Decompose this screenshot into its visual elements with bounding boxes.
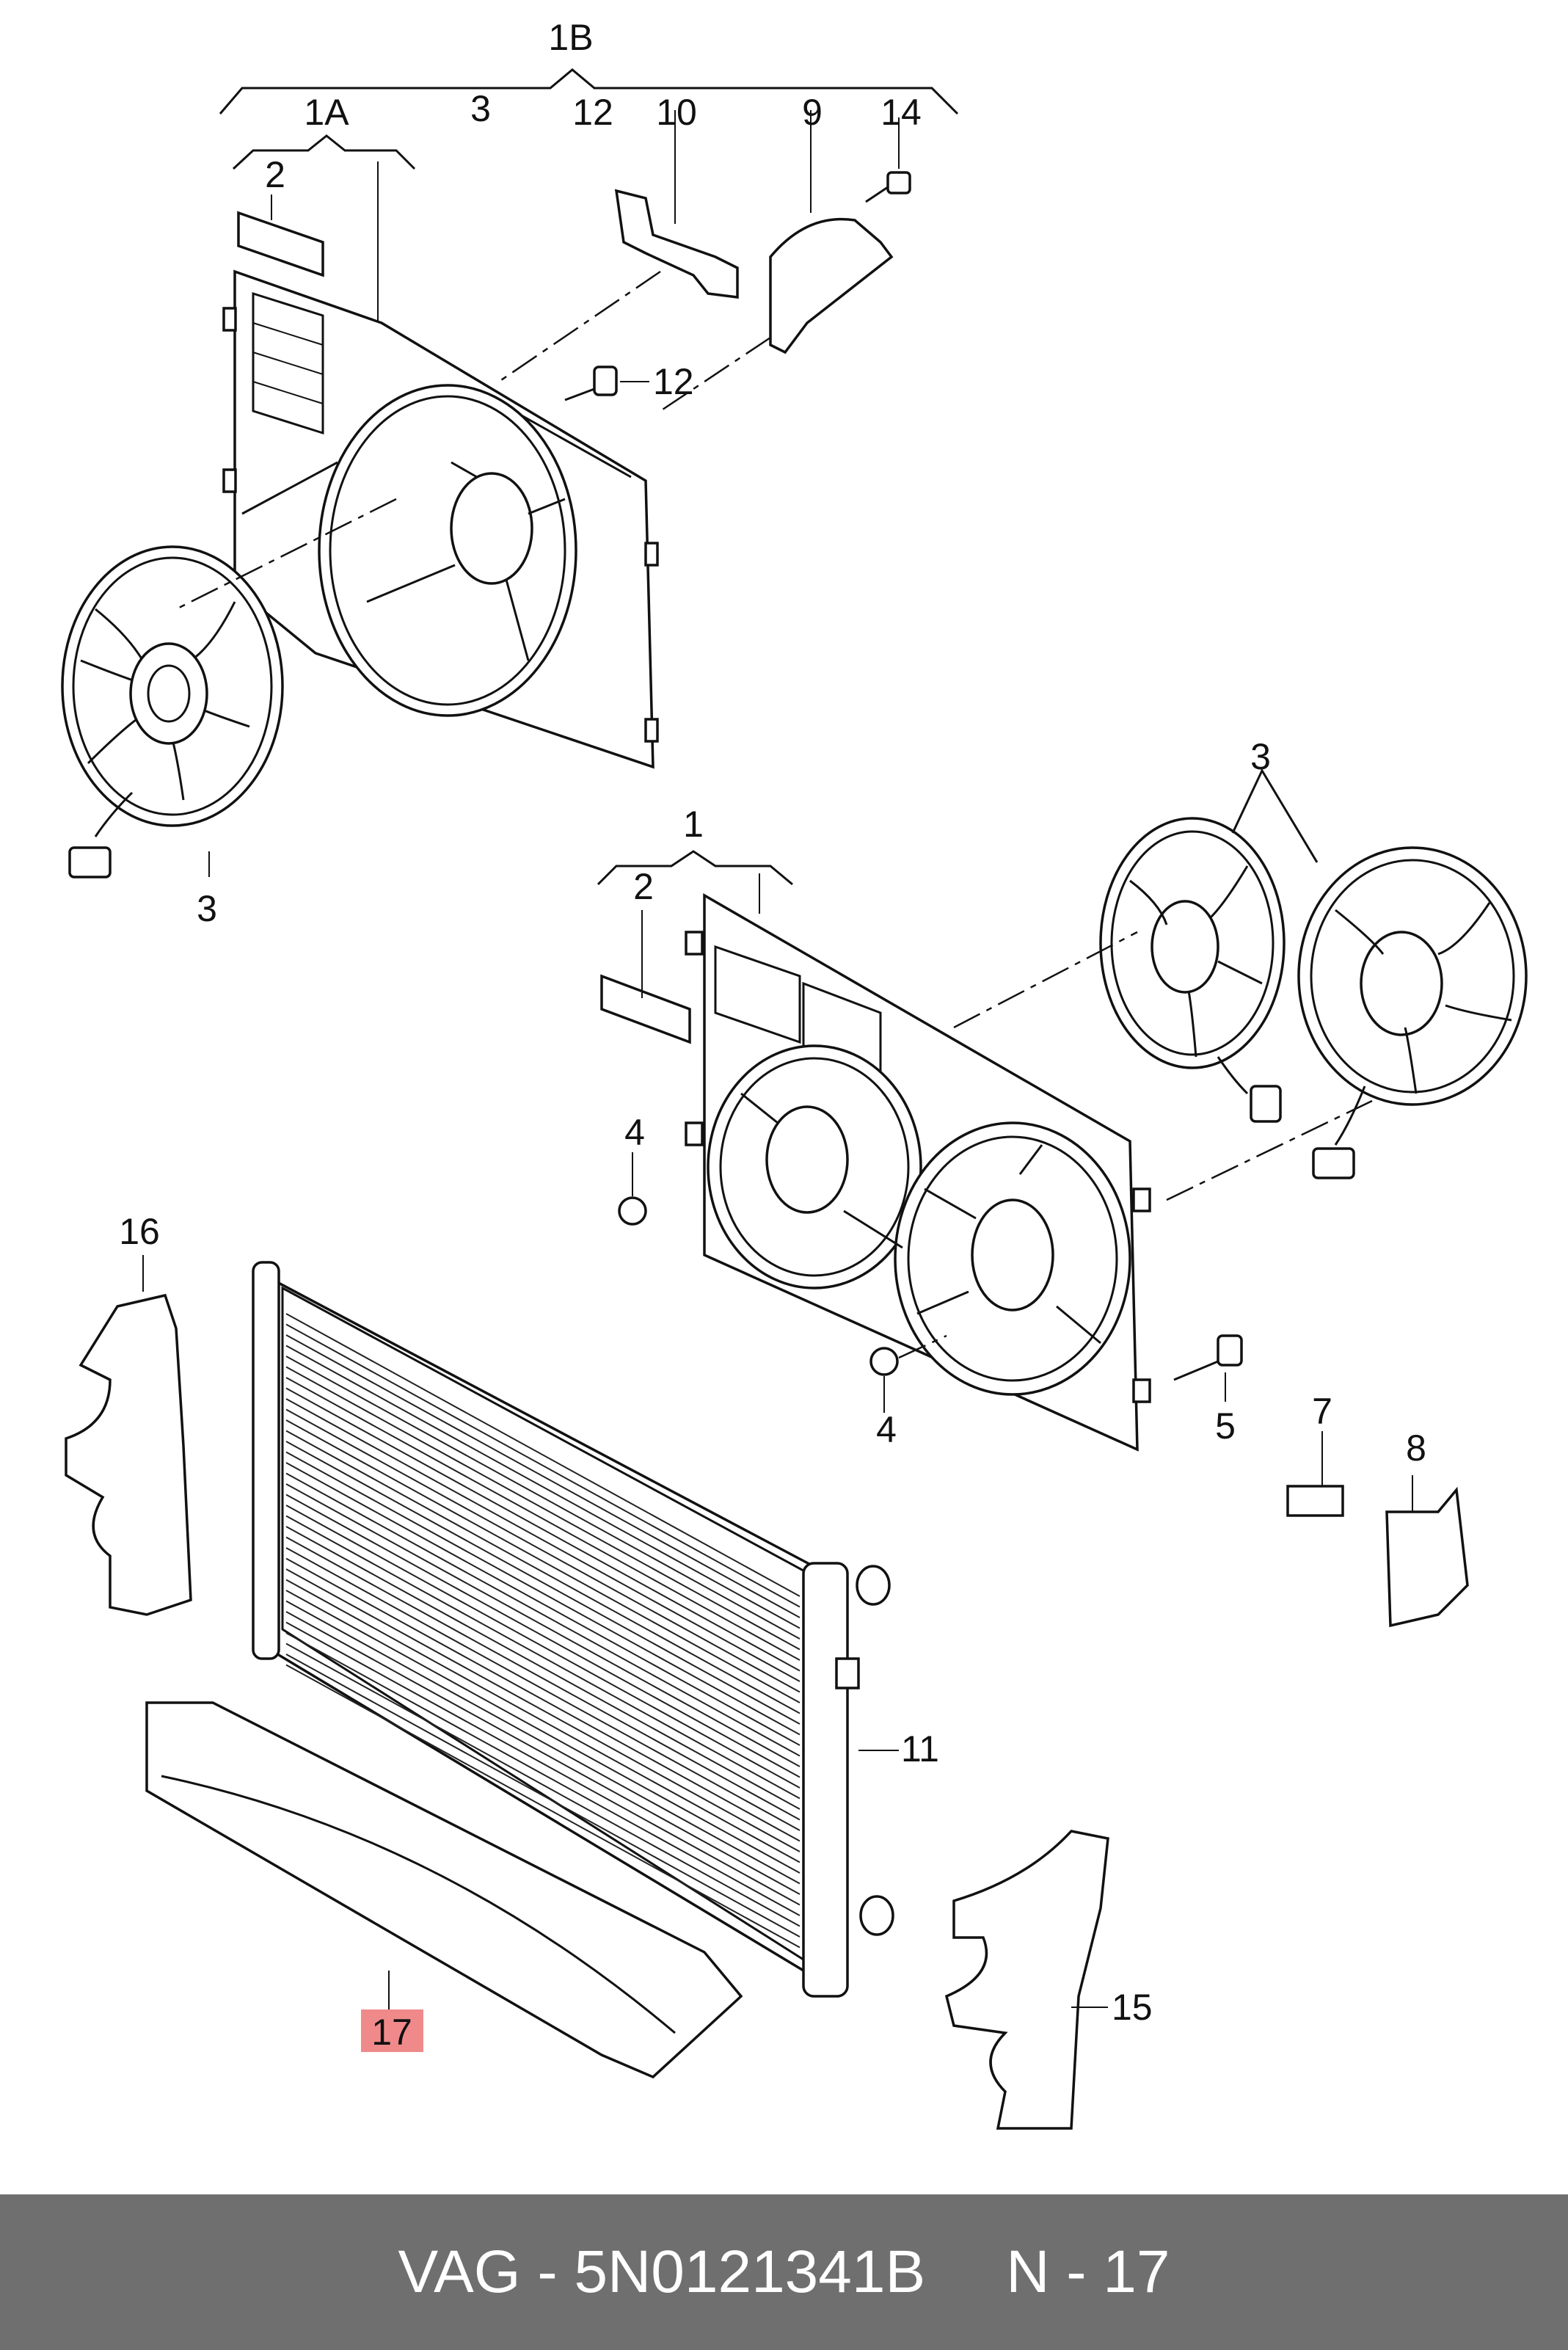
- callout-16: 16: [119, 1211, 160, 1252]
- callout-12-side: 12: [653, 361, 694, 402]
- highlight-box-17: [361, 2009, 423, 2052]
- callout-2-lower: 2: [633, 866, 654, 907]
- label-strip-lower: [600, 910, 691, 1044]
- callout-12-top: 12: [572, 92, 613, 133]
- air-duct-part-16: [65, 1255, 192, 1616]
- callout-3-right-fans: 3: [1250, 736, 1271, 777]
- callout-1b: 1B: [548, 17, 593, 58]
- radiator-part-11: [252, 1261, 899, 1998]
- callout-15: 15: [1112, 1987, 1153, 2028]
- callout-5: 5: [1215, 1405, 1236, 1447]
- callout-2-upper: 2: [265, 154, 285, 195]
- callout-1a: 1A: [304, 92, 349, 133]
- callout-4-upper: 4: [624, 1112, 645, 1153]
- diagram-reference: N - 17: [1006, 2238, 1170, 2305]
- clip-part-7: [1286, 1431, 1344, 1517]
- callout-17: 17: [371, 2012, 412, 2053]
- callout-4-lower: 4: [876, 1409, 897, 1450]
- screw-part-5: [1173, 1334, 1243, 1402]
- callout-14: 14: [880, 92, 922, 133]
- part-number: VAG - 5N0121341B: [398, 2238, 926, 2305]
- cover-part-9: [769, 110, 894, 354]
- nut-part-4-upper: [618, 1152, 647, 1226]
- callout-1: 1: [683, 804, 704, 845]
- lower-fan-shroud: [685, 892, 1151, 1452]
- screw-part-14: [865, 117, 911, 203]
- callout-3-top: 3: [470, 88, 491, 129]
- callout-9: 9: [802, 92, 823, 133]
- bracket-1: [597, 850, 793, 914]
- callout-7: 7: [1312, 1391, 1332, 1432]
- callout-10: 10: [656, 92, 697, 133]
- lower-fan-left: [1099, 817, 1286, 1123]
- bracket-part-8: [1385, 1475, 1469, 1628]
- callout-11: 11: [901, 1728, 939, 1769]
- exploded-parts-diagram: 1B 1A 3 12 10 9 14 2 12 3 1 3 2 4 16 4 5…: [61, 17, 1528, 2130]
- upper-left-fan: [61, 545, 284, 878]
- bolt-part-12: [564, 365, 649, 401]
- upper-fan-shroud: [222, 269, 659, 769]
- footer-bar: VAG - 5N0121341B N - 17: [0, 2194, 1568, 2350]
- label-strip-upper: [237, 194, 324, 277]
- callout-8: 8: [1406, 1427, 1426, 1469]
- air-guide-part-17: [145, 1701, 743, 2079]
- bracket-1a: [232, 134, 416, 330]
- callout-3-left-fan: 3: [197, 888, 217, 929]
- bracket-1b: [219, 68, 959, 115]
- nut-part-4-lower: [869, 1334, 947, 1413]
- lower-fan-right: [1297, 846, 1528, 1179]
- air-duct-part-15: [944, 1830, 1109, 2130]
- bracket-part-10: [614, 110, 739, 299]
